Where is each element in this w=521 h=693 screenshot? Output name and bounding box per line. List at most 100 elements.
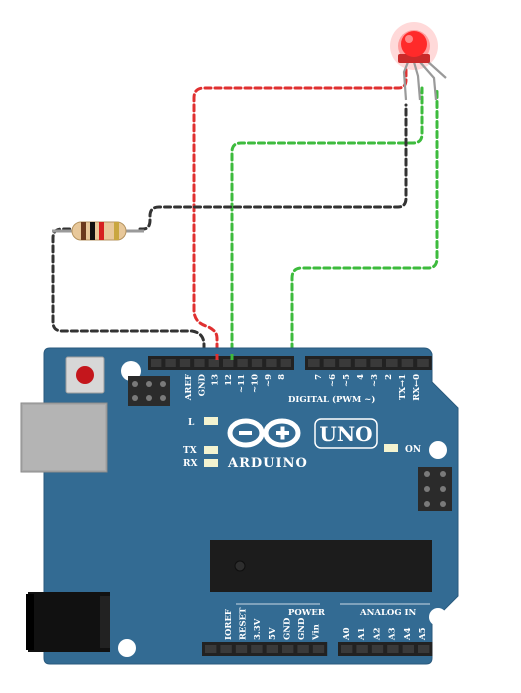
- pin-label: 12: [224, 374, 234, 386]
- pin-label: A1: [357, 627, 367, 641]
- header-pin: [401, 359, 414, 367]
- header-pin: [371, 645, 384, 653]
- header-pin: [280, 359, 291, 367]
- header-pin: [151, 359, 162, 367]
- header-pin: [266, 359, 277, 367]
- tx-led: [204, 446, 218, 454]
- wire-ends: [215, 350, 234, 360]
- pin-label: ~9: [264, 374, 274, 387]
- resistor: [52, 221, 144, 241]
- resistor-band-3: [99, 222, 104, 240]
- header-pin: [220, 645, 232, 653]
- header-pin: [339, 359, 351, 367]
- header-pin: [386, 359, 398, 367]
- header-pin: [251, 359, 263, 367]
- wires: [51, 66, 439, 362]
- pin-label: A3: [388, 627, 398, 641]
- header-pin: [223, 359, 234, 367]
- header-pin: [194, 359, 205, 367]
- header-pin: [235, 645, 248, 653]
- digital-label: DIGITAL (PWM ~): [288, 394, 375, 405]
- header-pin: [179, 359, 191, 367]
- arduino-logo-text: ARDUINO: [227, 456, 308, 471]
- header-pin: [417, 359, 429, 367]
- pin-label: AREF: [184, 374, 194, 401]
- pin-label: GND: [297, 617, 307, 640]
- pin-label: ~11: [237, 374, 247, 393]
- header-pin: [354, 359, 367, 367]
- pin-label: 13: [211, 374, 221, 386]
- led-legs: [402, 59, 447, 101]
- l-label: L: [188, 418, 195, 428]
- wire-green-pin12: [230, 86, 424, 362]
- pin-label: 3.3V: [253, 618, 263, 640]
- pin-label: A0: [342, 627, 352, 641]
- pin-label: 7: [314, 374, 324, 380]
- on-label: ON: [405, 445, 421, 455]
- header-pin: [387, 645, 399, 653]
- pin-label: ~3: [370, 374, 380, 387]
- wire-green-pin8: [290, 86, 439, 362]
- header-pin: [266, 645, 278, 653]
- header-pin: [297, 645, 309, 653]
- uno-badge: UNO: [314, 418, 378, 449]
- resistor-band-1: [81, 222, 86, 240]
- header-pin: [312, 645, 325, 653]
- arduino-logo-icon: [227, 418, 301, 448]
- header-pin: [165, 359, 176, 367]
- header-pin: [323, 359, 336, 367]
- pin-label: TX→1: [398, 374, 408, 400]
- pin-label: Vin: [312, 624, 322, 641]
- l-led: [204, 417, 218, 425]
- header-pin: [282, 645, 294, 653]
- power-label: POWER: [288, 608, 326, 618]
- pin-label: 4: [356, 374, 366, 380]
- icsp-header-top: [128, 376, 170, 406]
- wire-red: [192, 66, 408, 362]
- header-pin: [208, 359, 219, 367]
- on-led: [384, 444, 398, 452]
- pin-label: ~6: [328, 374, 338, 387]
- icsp-header-right: [418, 467, 452, 511]
- power-header: [202, 642, 328, 656]
- tx-label: TX: [183, 446, 197, 456]
- pin-label: 8: [277, 374, 287, 380]
- led-highlight: [405, 35, 413, 43]
- header-pin: [370, 359, 382, 367]
- rx-led: [204, 459, 218, 467]
- usb-connector: [20, 402, 108, 473]
- pin-label: A4: [403, 627, 413, 641]
- pin-label: RESET: [239, 607, 249, 640]
- pin-label: RX←0: [412, 374, 422, 401]
- pin-label: ~10: [251, 374, 261, 393]
- pin-label: GND: [197, 373, 207, 396]
- pin-label: 5V: [268, 627, 278, 640]
- digital-header-right: [305, 356, 432, 370]
- arduino-board: L TX RX ON ARDUINO UNO DIGITAL (PWM ~) P…: [20, 347, 459, 665]
- led-dome: [401, 31, 427, 57]
- header-pin: [356, 645, 368, 653]
- pin-label: ~5: [342, 374, 352, 387]
- header-pin: [237, 359, 248, 367]
- pin-label: A5: [418, 627, 428, 641]
- header-pin: [205, 645, 217, 653]
- atmega-chip: [210, 540, 432, 592]
- dc-power-jack: [26, 592, 110, 652]
- header-pin: [341, 645, 353, 653]
- led-base: [398, 54, 430, 63]
- pin-label: IOREF: [224, 609, 234, 640]
- analog-label: ANALOG IN: [359, 608, 417, 618]
- reset-button[interactable]: [65, 356, 105, 394]
- header-pin: [308, 359, 320, 367]
- header-pin: [418, 645, 430, 653]
- header-pin: [251, 645, 263, 653]
- rx-label: RX: [183, 459, 197, 469]
- resistor-band-4: [114, 222, 119, 240]
- pin-label: 2: [384, 374, 394, 380]
- digital-header-left: [148, 356, 294, 370]
- analog-header: [338, 642, 433, 656]
- uno-label: UNO: [319, 422, 372, 446]
